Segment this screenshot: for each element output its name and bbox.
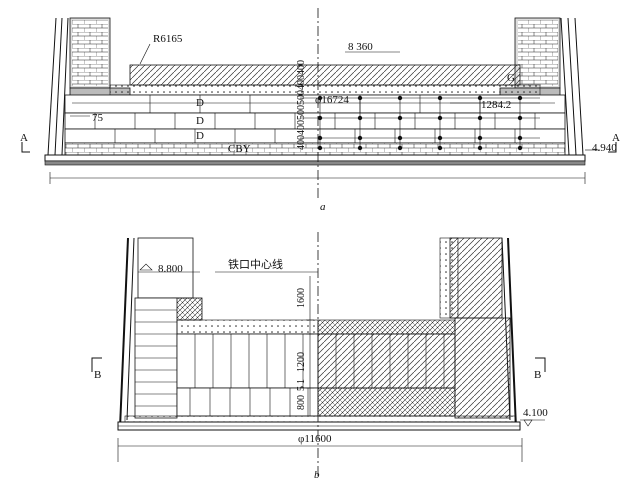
label-section-a-right: A (612, 132, 620, 144)
label-dim-800: 800 (296, 395, 307, 410)
label-elevation-top: 8 360 (348, 41, 373, 53)
label-elevation-right-a: 4.940 (592, 142, 617, 154)
side-wall-left (134, 297, 178, 419)
label-dim-5: 5 (296, 386, 307, 391)
label-stack-dims: 400400500500400400 (296, 60, 307, 150)
label-section-b-right: B (534, 369, 541, 381)
label-elevation-right-b: 4.100 (523, 407, 548, 419)
hearth-layers-a (44, 94, 586, 166)
label-dim-1200: 1200 (296, 352, 307, 372)
label-layer-d1: D (196, 97, 204, 109)
label-section-b-left: B (94, 369, 101, 381)
caption-a: a (320, 201, 326, 213)
label-diameter-a: φ16724 (315, 94, 349, 106)
label-dim-left: 75 (92, 112, 104, 124)
label-mark-g: G (507, 72, 515, 84)
top-carbon-layer (129, 64, 521, 86)
hearth-blocks-left (176, 333, 319, 417)
diagram-a: R6165 8 360 G φ16724 1284.2 75 D D D CBY… (20, 8, 620, 213)
label-section-a-left: A (20, 132, 28, 144)
cooling-grid (300, 95, 540, 151)
label-dim-1: 1 (296, 379, 307, 384)
caption-b: b (314, 469, 320, 481)
hearth-blocks-right (317, 333, 456, 417)
label-bottom-layer: CBY (228, 143, 251, 155)
label-elevation-left-b: 8.800 (158, 263, 183, 275)
label-layer-d2: D (196, 115, 204, 127)
label-taphole-centerline: 铁口中心线 (228, 257, 283, 271)
label-dim-1600: 1600 (296, 288, 307, 308)
label-diameter-b: φ11600 (298, 433, 332, 445)
label-radius: R6165 (153, 33, 183, 45)
label-dim-right: 1284.2 (481, 99, 511, 111)
label-layer-d3: D (196, 130, 204, 142)
upper-wall-left (137, 237, 194, 299)
diagram-b: 8.800 铁口中心线 1600 1200 1 5 800 B B 4.100 … (91, 232, 548, 481)
side-wall-right (454, 317, 511, 419)
